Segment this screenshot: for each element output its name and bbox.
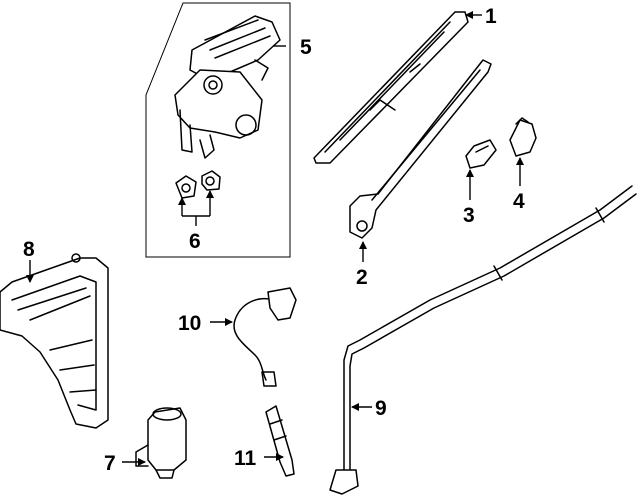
hose-connector [265,405,295,477]
callout-11: 11 [234,447,257,470]
callout-3: 3 [463,204,475,227]
washer-hose [329,185,637,495]
callout-2: 2 [356,266,368,289]
washer-reservoir [0,253,109,429]
callout-5: 5 [300,36,312,59]
wiring-harness [233,287,297,387]
leader-lines [26,11,524,466]
pivot-cap [509,117,537,157]
callout-8: 8 [23,238,35,261]
motor-group-box [145,2,291,258]
wiper-blade [313,11,469,164]
callout-9: 9 [375,397,387,420]
pivot-nut [465,139,497,169]
callout-6: 6 [189,230,201,253]
wiper-arm [349,59,492,239]
callout-10: 10 [178,312,201,335]
callout-4: 4 [513,190,525,213]
callout-1: 1 [485,5,497,28]
callout-7: 7 [104,452,116,475]
washer-pump [135,407,187,479]
wiper-motor-assembly [174,15,281,159]
grommets [175,170,221,199]
